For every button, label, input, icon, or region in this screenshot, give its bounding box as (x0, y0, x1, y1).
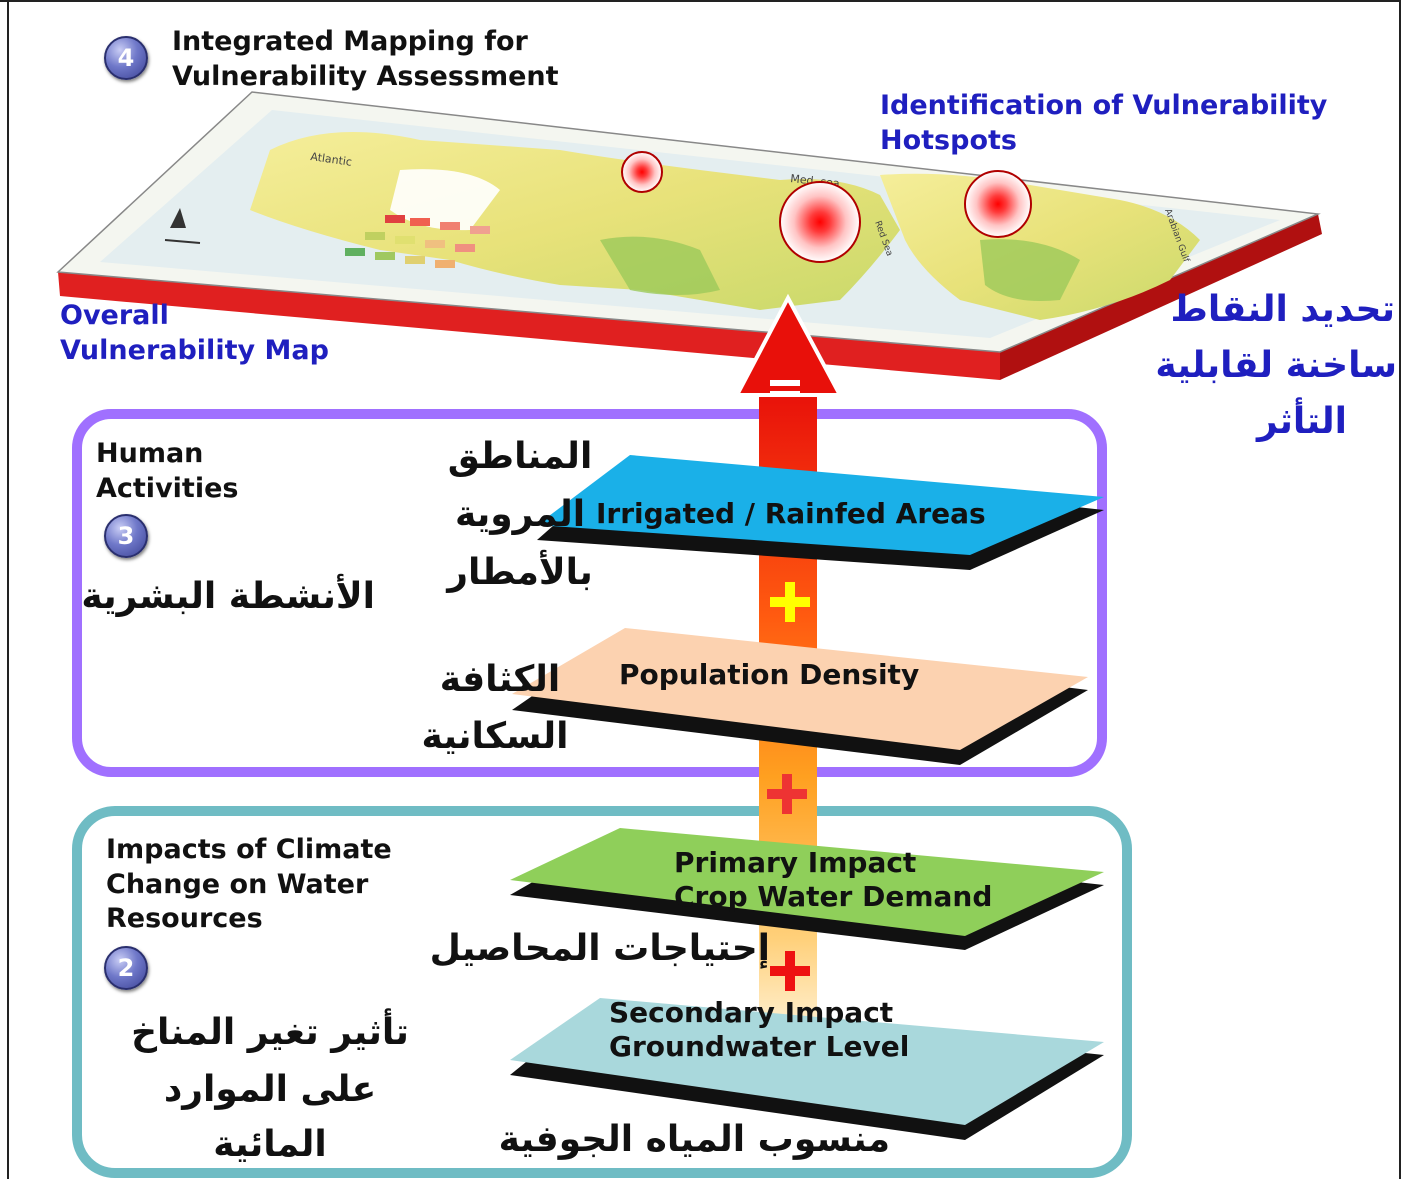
map-blank-region (390, 169, 500, 231)
step-3-badge: 3 (104, 514, 148, 558)
step-2-title-line1: Impacts of Climate (106, 834, 392, 865)
population-arabic-line2: السكانية (421, 716, 569, 757)
step-4-badge: 4 (104, 36, 148, 80)
step-2-title-line3: Resources (106, 903, 263, 934)
irrigated-arabic-line2: المروية (454, 494, 586, 535)
step-4-title-line2: Vulnerability Assessment (172, 61, 559, 92)
primary-layer-label-line1: Primary Impact (674, 846, 917, 879)
step-3-title-line1: Human (96, 438, 204, 469)
climate-impacts-box (72, 806, 1132, 1178)
overall-map-label-line1: Overall (60, 300, 169, 331)
layer-population (512, 628, 1088, 765)
secondary-layer-label-line1: Secondary Impact (609, 996, 894, 1029)
irrigated-arabic-line1: المناطق (447, 436, 593, 477)
step-2-arabic-line2: على الموارد (163, 1069, 377, 1110)
step-3-title-line2: Activities (96, 473, 239, 504)
step-2-arabic-line1: تأثير تغير المناخ (131, 1012, 409, 1053)
secondary-layer-label-line2: Groundwater Level (609, 1030, 910, 1063)
primary-layer-label-line2: Crop Water Demand (674, 880, 993, 913)
plus-red-icon-2 (770, 951, 810, 991)
primary-arabic: إحتياجات المحاصيل (429, 928, 770, 969)
map-edge-side (1000, 214, 1322, 380)
hotspot-circle-large (779, 181, 861, 263)
layer-irrigated-surface (537, 455, 1104, 555)
layer-secondary (510, 998, 1104, 1140)
hotspots-label-line1: Identification of Vulnerability (880, 90, 1328, 121)
layer-primary (510, 828, 1104, 950)
step-2-arabic-line3: المائية (213, 1124, 327, 1165)
layer-primary-surface (510, 828, 1104, 936)
layer-secondary-surface (510, 998, 1104, 1125)
north-arrow-icon (164, 208, 201, 244)
secondary-arabic: منسوب المياه الجوفية (498, 1119, 890, 1160)
layer-population-surface (512, 628, 1088, 750)
map-legend-matrix (345, 215, 490, 268)
hotspots-label-line2: Hotspots (880, 125, 1017, 156)
plus-yellow-icon (770, 582, 810, 622)
map-land-green-2 (980, 239, 1080, 301)
step-4-title-line1: Integrated Mapping for (172, 26, 528, 57)
population-layer-label: Population Density (619, 658, 920, 691)
hotspot-circle-medium (964, 170, 1032, 238)
overall-vulnerability-map: Atlantic Med. sea Red Sea Arabian Gulf (56, 91, 1322, 380)
overall-map-label-line2: Vulnerability Map (60, 335, 329, 366)
irrigated-layer-label: Irrigated / Rainfed Areas (596, 497, 986, 530)
population-arabic-line1: الكثافة (439, 659, 561, 700)
map-label-atlantic: Atlantic (310, 150, 353, 169)
layer-irrigated (537, 455, 1104, 570)
step-3-arabic: الأنشطة البشرية (81, 576, 375, 617)
hotspot-circle-small (621, 151, 663, 193)
hotspots-arabic-line3: التأثر (1257, 401, 1347, 442)
step-2-title-line2: Change on Water (106, 869, 369, 900)
plus-red-icon-1 (767, 774, 807, 814)
map-land-green-1 (600, 236, 720, 295)
irrigated-arabic-line3: بالأمطار (447, 552, 593, 593)
equals-icon (770, 380, 800, 397)
step-2-badge: 2 (104, 946, 148, 990)
hotspots-arabic-line1: تحديد النقاط (1170, 289, 1395, 330)
human-activities-box (72, 409, 1107, 777)
hotspots-arabic-line2: ساخنة لقابلية (1155, 345, 1397, 386)
